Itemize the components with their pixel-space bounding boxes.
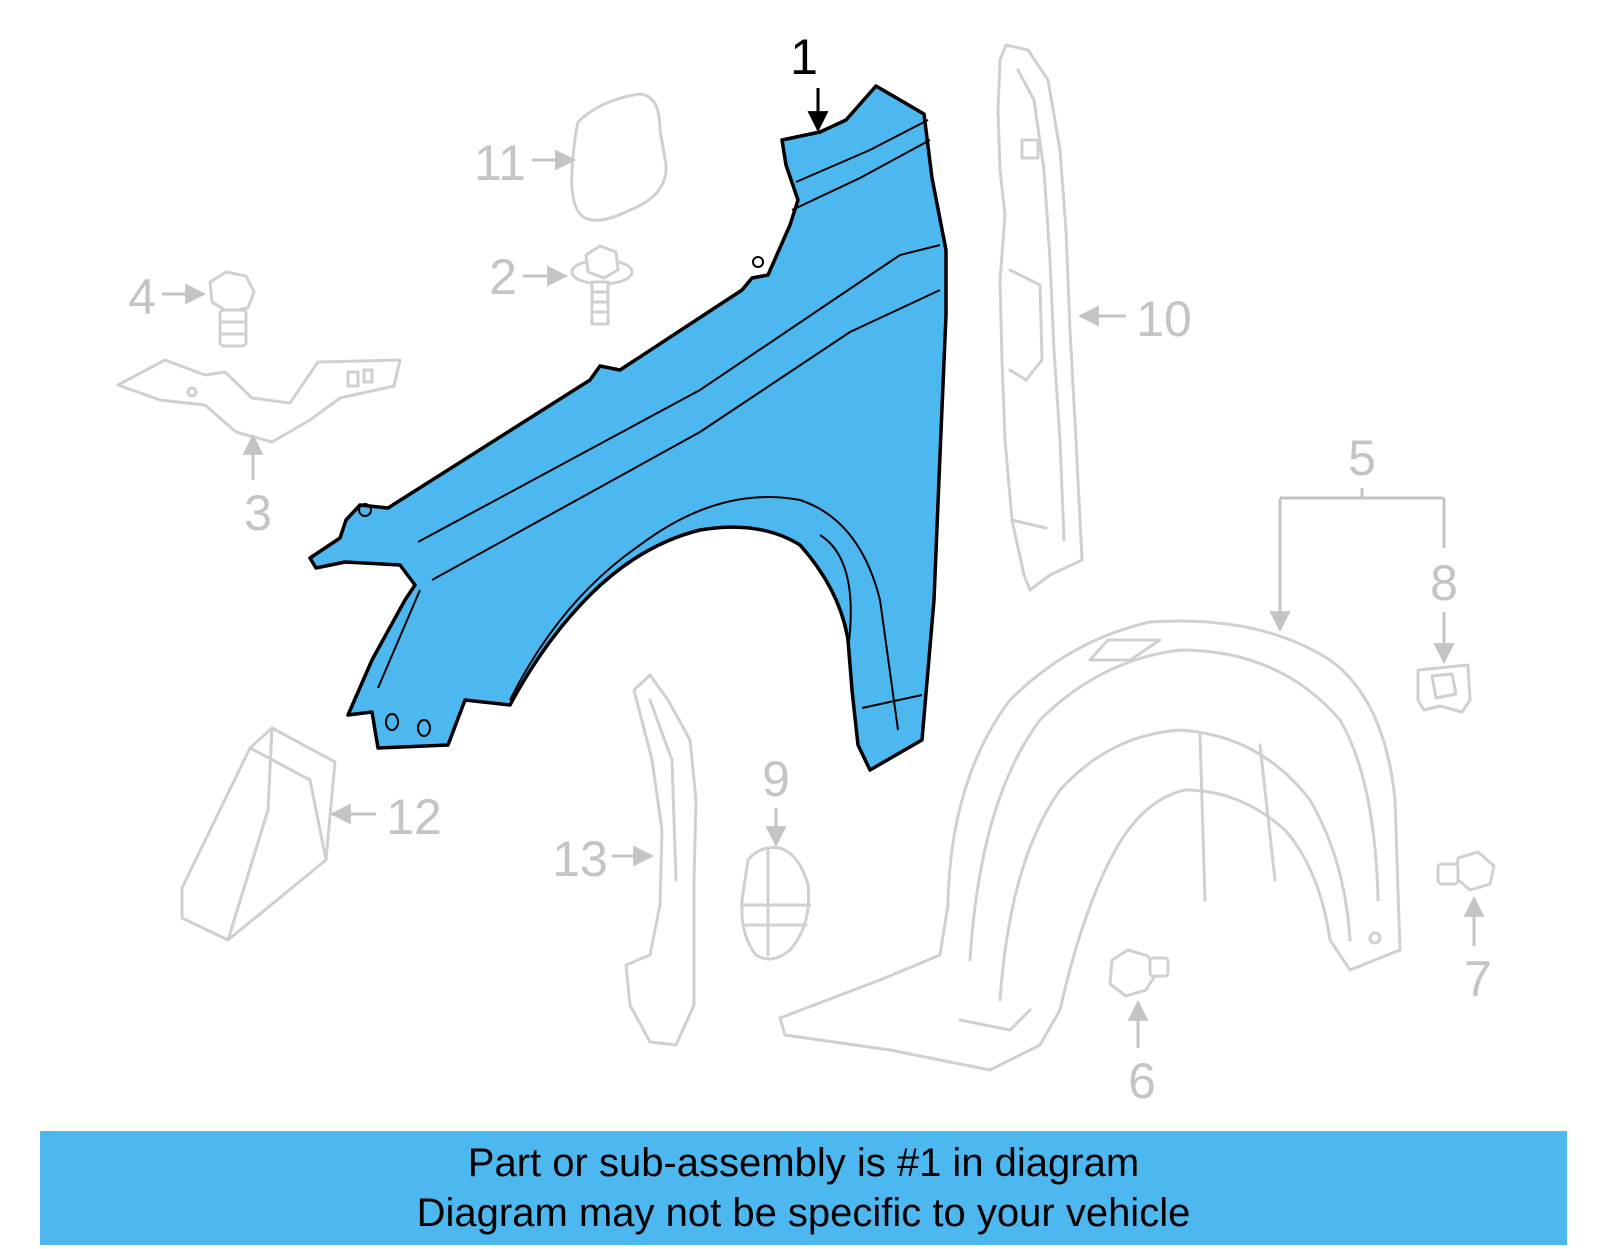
callout-13-label: 13 bbox=[552, 831, 608, 887]
part-6-bolt[interactable] bbox=[1108, 948, 1170, 998]
part-12-insulator[interactable] bbox=[180, 726, 337, 942]
callout-11: 11 bbox=[474, 135, 577, 191]
callout-5: 5 bbox=[1269, 430, 1446, 633]
callout-6: 6 bbox=[1127, 999, 1156, 1109]
callout-9-label: 9 bbox=[762, 751, 790, 807]
banner-line-part-number: Part or sub-assembly is #1 in diagram bbox=[467, 1141, 1140, 1185]
callout-9: 9 bbox=[762, 751, 790, 848]
part-9-plug[interactable] bbox=[740, 846, 812, 961]
part-4-bolt[interactable] bbox=[208, 270, 256, 348]
part-2-bolt[interactable] bbox=[570, 244, 634, 326]
info-banner: Part or sub-assembly is #1 in diagram Di… bbox=[40, 1131, 1567, 1245]
callout-1: 1 bbox=[790, 29, 829, 133]
callout-6-label: 6 bbox=[1128, 1053, 1156, 1109]
callout-4-label: 4 bbox=[128, 269, 156, 325]
callout-8: 8 bbox=[1430, 555, 1458, 665]
callout-1-label: 1 bbox=[790, 29, 818, 85]
callout-4: 4 bbox=[128, 269, 207, 325]
part-8-clip[interactable] bbox=[1416, 663, 1472, 714]
parts-diagram: 1 11 2 4 3 10 5 8 12 9 13 bbox=[116, 29, 1496, 1109]
callout-7-label: 7 bbox=[1464, 951, 1492, 1007]
part-13-seal[interactable] bbox=[624, 673, 698, 1047]
callout-10-label: 10 bbox=[1136, 291, 1192, 347]
callout-13: 13 bbox=[552, 831, 655, 887]
part-5-fender-liner[interactable] bbox=[778, 619, 1402, 1072]
callout-11-label: 11 bbox=[474, 135, 526, 191]
banner-line-disclaimer: Diagram may not be specific to your vehi… bbox=[416, 1191, 1191, 1235]
part-7-screw[interactable] bbox=[1436, 850, 1496, 892]
callout-3: 3 bbox=[242, 433, 272, 541]
part-3-bracket[interactable] bbox=[116, 358, 402, 444]
callout-12-label: 12 bbox=[386, 789, 442, 845]
callout-8-label: 8 bbox=[1430, 555, 1458, 611]
callout-3-label: 3 bbox=[244, 485, 272, 541]
callout-12: 12 bbox=[329, 789, 442, 845]
part-11-insulator[interactable] bbox=[570, 92, 668, 222]
callout-2-label: 2 bbox=[489, 249, 517, 305]
part-10-fender-support[interactable] bbox=[996, 43, 1084, 592]
callout-10: 10 bbox=[1077, 291, 1192, 347]
callout-2: 2 bbox=[489, 249, 569, 305]
callout-7: 7 bbox=[1463, 895, 1492, 1007]
part-1-fender[interactable] bbox=[308, 84, 948, 772]
callout-5-label: 5 bbox=[1348, 430, 1376, 486]
